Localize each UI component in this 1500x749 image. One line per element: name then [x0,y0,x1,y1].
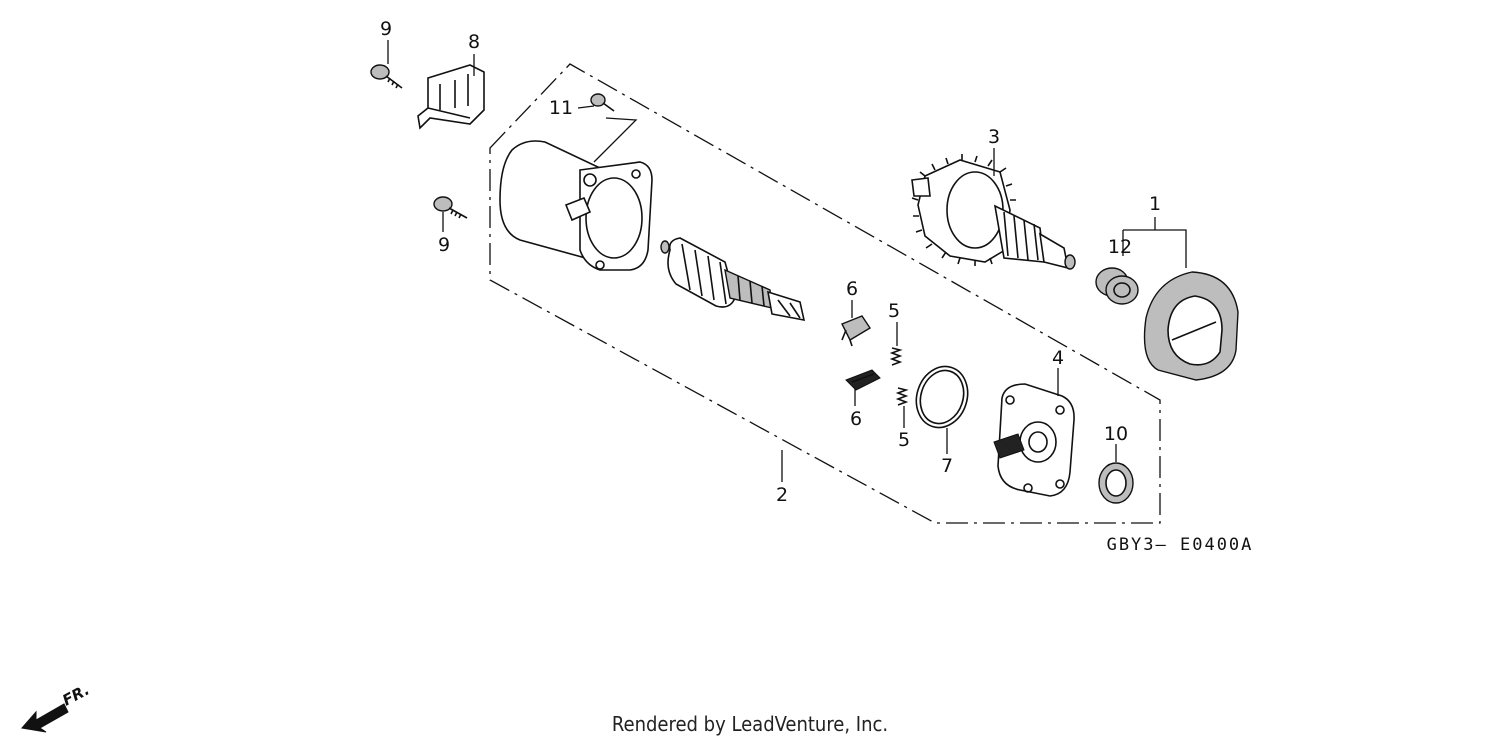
part-11-bolt [590,93,615,112]
part-7-o-ring [915,365,969,429]
part-9-bolt-middle [433,196,468,219]
part-5-spring-upper [889,347,903,366]
leader-lines [387,40,1187,482]
armature [660,237,806,322]
part-12-bushing [1095,267,1139,305]
part-5-spring-lower [895,387,909,406]
callout-2: 2 [776,484,788,506]
part-10-seal [1098,462,1134,504]
callout-11: 11 [549,97,573,119]
part-1-cover [1143,271,1239,381]
callout-9-middle: 9 [438,234,450,256]
callout-4: 4 [1052,347,1064,369]
callout-1: 1 [1149,193,1161,215]
callout-labels: 1 2 3 4 5 5 6 6 7 8 9 9 10 11 12 [380,18,1161,506]
callout-8: 8 [468,31,480,53]
footer-credit: Rendered by LeadVenture, Inc. [611,712,889,736]
callout-6-upper: 6 [846,278,858,300]
callout-12: 12 [1108,236,1132,258]
callout-7: 7 [941,455,953,477]
callout-3: 3 [988,126,1000,148]
part-6-brush-upper [841,315,871,347]
part-6-brush-lower [845,369,881,391]
diagram-code: GBY3– E0400A [1107,535,1254,555]
part-9-bolt-top [370,64,403,89]
part-8-bracket [417,64,485,130]
part-4-end-cover [993,383,1075,497]
callout-5-upper: 5 [888,300,900,322]
callout-10: 10 [1104,423,1128,445]
motor-housing [499,140,653,271]
callout-9-top: 9 [380,18,392,40]
part-3-drive-gear [911,154,1076,270]
assembly-boundary [489,63,1161,524]
callout-5-lower: 5 [898,429,910,451]
callout-6-lower: 6 [850,408,862,430]
